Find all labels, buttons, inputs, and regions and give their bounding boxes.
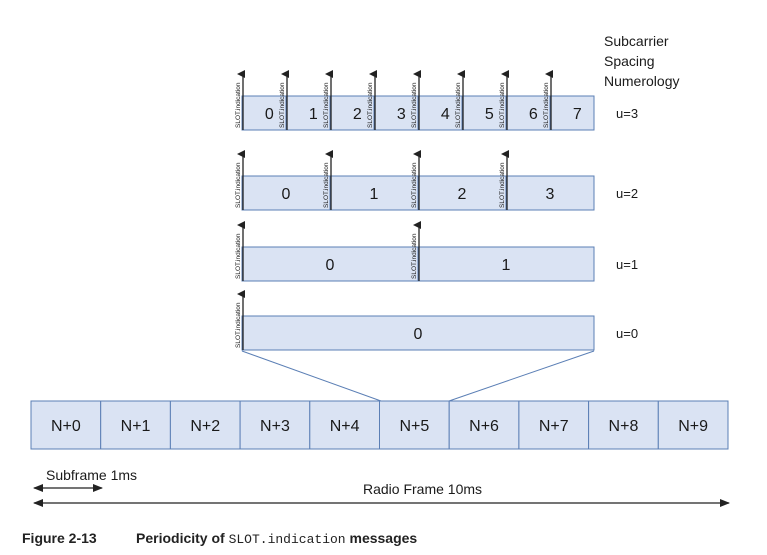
subframe-box xyxy=(518,400,590,450)
subframe-box xyxy=(588,400,659,450)
subframe-label-text: N+4 xyxy=(330,418,360,435)
slot-indication-label: SLOT.indication xyxy=(235,233,242,279)
slot-number: 0 xyxy=(282,186,291,203)
subframe-label-text: N+9 xyxy=(678,418,708,435)
slot-indication-label: SLOT.indication xyxy=(323,82,330,128)
slot-box xyxy=(241,175,331,211)
subframe-label-text: N+3 xyxy=(260,418,290,435)
slot-indication-label: SLOT.indication xyxy=(411,233,418,279)
caption-text-after: messages xyxy=(345,530,418,546)
slot-number: 7 xyxy=(573,106,582,123)
subframe-label-text: N+1 xyxy=(121,418,151,435)
slot-number: 1 xyxy=(370,186,379,203)
slot-box xyxy=(417,175,507,211)
slot-number: 0 xyxy=(265,106,274,123)
subframe-label-text: N+0 xyxy=(51,418,81,435)
slot-box xyxy=(329,95,375,131)
numerology-label: u=3 xyxy=(616,106,638,121)
slot-indication-label: SLOT.indication xyxy=(411,162,418,208)
slot-number: 3 xyxy=(397,106,406,123)
slot-box xyxy=(417,246,595,282)
slot-indication-label: SLOT.indication xyxy=(543,82,550,128)
subframe-label-text: N+5 xyxy=(399,418,429,435)
figure-caption: Figure 2-13 Periodicity of SLOT.indicatio… xyxy=(22,530,417,547)
slot-box xyxy=(241,246,419,282)
slot-number: 0 xyxy=(414,326,423,343)
subframe-box xyxy=(379,400,450,450)
numerology-row-u0: 0 SLOT.indication u=0 xyxy=(235,290,638,351)
subframe-label-text: N+7 xyxy=(539,418,569,435)
slot-indication-label: SLOT.indication xyxy=(455,82,462,128)
slot-number: 0 xyxy=(326,257,335,274)
numerology-label: u=0 xyxy=(616,326,638,341)
figure-number: Figure 2-13 xyxy=(22,530,97,546)
slot-indication-label: SLOT.indication xyxy=(235,82,242,128)
numerology-row-u2: 0 SLOT.indication 1 SLOT.indication 2 SLOT.in… xyxy=(235,150,638,211)
caption-code: SLOT.indication xyxy=(228,532,346,547)
slot-number: 1 xyxy=(502,257,511,274)
slot-indication-label: SLOT.indication xyxy=(499,82,506,128)
subframe-span: Subframe 1ms xyxy=(33,467,137,492)
slot-indication-label: SLOT.indication xyxy=(499,162,506,208)
zoom-lines xyxy=(241,350,595,402)
slot-indication-label: SLOT.indication xyxy=(323,162,330,208)
slot-number: 3 xyxy=(546,186,555,203)
slot-box xyxy=(241,95,287,131)
subframe-box xyxy=(309,400,380,450)
numerology-label: u=2 xyxy=(616,186,638,201)
numerology-row-u3: 0 SLOT.indication 1 SLOT.indication 2 SLOT.in… xyxy=(235,70,638,131)
slot-indication-label: SLOT.indication xyxy=(235,162,242,208)
slot-number: 1 xyxy=(309,106,318,123)
subframe-box xyxy=(239,400,311,450)
frame-span: Radio Frame 10ms xyxy=(33,481,730,507)
slot-box xyxy=(549,95,595,131)
numerology-label: u=1 xyxy=(616,257,638,272)
slot-number: 2 xyxy=(458,186,467,203)
radio-frame: N+0 N+1 N+2 N+3 N+4 N+5 N+6 N+7 N+8 N+9 xyxy=(30,400,729,450)
caption-text-before: Periodicity of xyxy=(136,530,229,546)
slot-box xyxy=(329,175,419,211)
subframe-label-text: N+8 xyxy=(609,418,639,435)
slot-box xyxy=(241,315,595,351)
slot-number: 5 xyxy=(485,106,494,123)
slot-box xyxy=(373,95,419,131)
subframe-label-text: N+2 xyxy=(190,418,220,435)
slot-number: 6 xyxy=(529,106,538,123)
slot-number: 2 xyxy=(353,106,362,123)
frame-label: Radio Frame 10ms xyxy=(363,481,482,497)
slot-box xyxy=(505,175,595,211)
slot-indication-label: SLOT.indication xyxy=(235,302,242,348)
header-line-1: Subcarrier xyxy=(604,33,669,49)
numerology-row-u1: 0 SLOT.indication 1 SLOT.indication u=1 xyxy=(235,221,638,282)
slot-box xyxy=(285,95,331,131)
subframe-label: Subframe 1ms xyxy=(46,467,137,483)
subframe-box xyxy=(100,400,171,450)
subframe-box xyxy=(657,400,729,450)
slot-indication-label: SLOT.indication xyxy=(279,82,286,128)
header-line-3: Numerology xyxy=(604,73,679,89)
numerology-header: Subcarrier Spacing Numerology xyxy=(604,33,679,89)
slot-indication-label: SLOT.indication xyxy=(367,82,374,128)
subframe-box xyxy=(169,400,241,450)
subframe-label-text: N+6 xyxy=(469,418,499,435)
header-line-2: Spacing xyxy=(604,53,655,69)
slot-number: 4 xyxy=(441,106,450,123)
slot-indication-label: SLOT.indication xyxy=(411,82,418,128)
slot-box xyxy=(505,95,551,131)
